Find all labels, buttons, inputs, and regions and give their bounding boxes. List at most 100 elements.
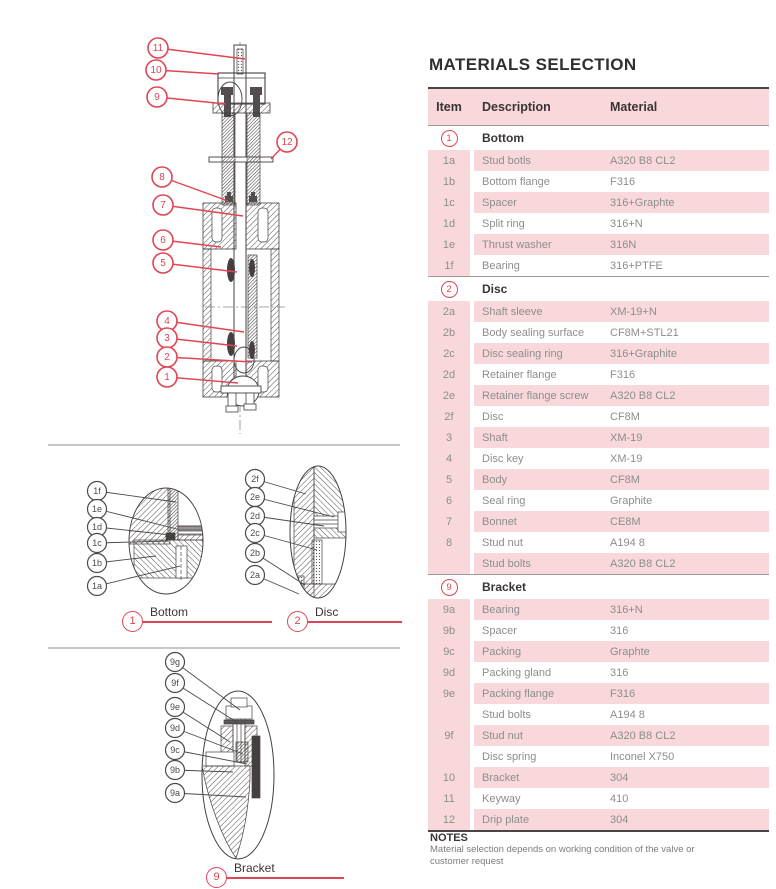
material-cell: CF8M xyxy=(610,410,640,423)
material-cell: 316N xyxy=(610,238,637,251)
callout-leader-line xyxy=(157,47,246,60)
detail-number-circle: 9 xyxy=(206,867,227,888)
column-gap xyxy=(470,255,474,276)
callout-label: 7 xyxy=(160,200,166,211)
item-cell: 6 xyxy=(428,490,470,511)
detail-label-bracket: 9 Bracket xyxy=(206,861,366,889)
item-cell xyxy=(428,553,470,574)
column-gap xyxy=(470,746,474,767)
callout-circle-12 xyxy=(276,131,298,153)
callout-circle-9b xyxy=(164,759,186,781)
column-gap xyxy=(470,427,474,448)
material-cell: 316 xyxy=(610,624,629,637)
callout-label: 1f xyxy=(93,486,101,496)
detail-bottom-view xyxy=(128,487,204,595)
item-cell: 12 xyxy=(428,809,470,830)
callout-circle-7 xyxy=(152,194,174,216)
callout-leader-line xyxy=(174,792,247,798)
column-gap xyxy=(470,599,474,620)
item-cell xyxy=(428,746,470,767)
material-cell: 316+N xyxy=(610,217,643,230)
description-cell: Retainer flange screw xyxy=(482,389,589,402)
description-cell: Split ring xyxy=(482,217,525,230)
material-cell: 410 xyxy=(610,792,629,805)
item-cell: 8 xyxy=(428,532,470,553)
item-cell: 1b xyxy=(428,171,470,192)
page-title: MATERIALS SELECTION xyxy=(429,55,637,74)
item-cell: 1c xyxy=(428,192,470,213)
callout-label: 1c xyxy=(92,538,102,548)
item-cell: 2b xyxy=(428,322,470,343)
callout-circle-6 xyxy=(152,229,174,251)
section-number-circle: 9 xyxy=(440,578,458,596)
callout-label: 2c xyxy=(250,528,260,538)
column-header-description: Description xyxy=(482,100,551,114)
material-cell: CE8M xyxy=(610,515,641,528)
callout-leader-line xyxy=(254,532,318,551)
callout-leader-line xyxy=(96,526,172,536)
callout-circle-1a xyxy=(86,575,108,597)
item-cell: 2a xyxy=(428,301,470,322)
table-row: Disc spring Inconel X750 xyxy=(428,746,769,767)
notes-line: customer request xyxy=(430,856,504,867)
callout-circle-1b xyxy=(86,552,108,574)
item-cell: 2d xyxy=(428,364,470,385)
material-cell: Inconel X750 xyxy=(610,750,675,763)
callout-circle-9d xyxy=(164,717,186,739)
material-cell: Graphte xyxy=(610,645,650,658)
callout-circle-2a xyxy=(244,564,266,586)
material-cell: 316+Graphite xyxy=(610,347,677,360)
column-gap xyxy=(470,662,474,683)
item-cell: 7 xyxy=(428,511,470,532)
detail-label-disc: 2 Disc xyxy=(287,605,447,635)
notes-block: NOTES Material selection depends on work… xyxy=(430,832,760,868)
column-gap xyxy=(470,469,474,490)
disc-detail-marker xyxy=(233,346,255,374)
callout-leader-line xyxy=(96,490,177,503)
callout-label: 5 xyxy=(160,258,166,269)
callout-circle-11 xyxy=(147,37,169,59)
column-gap xyxy=(470,553,474,574)
column-gap xyxy=(470,192,474,213)
callout-leader-line xyxy=(162,204,244,217)
column-gap xyxy=(470,343,474,364)
callout-label: 4 xyxy=(164,316,170,327)
description-cell: Stud botls xyxy=(482,154,531,167)
callout-circle-1 xyxy=(156,366,178,388)
column-gap xyxy=(470,150,474,171)
description-cell: Disc spring xyxy=(482,750,537,763)
material-cell: XM-19 xyxy=(610,452,643,465)
callout-leader-line xyxy=(254,496,335,518)
item-cell: 5 xyxy=(428,469,470,490)
material-cell: F316 xyxy=(610,175,636,188)
item-cell: 9f xyxy=(428,725,470,746)
callout-leader-line xyxy=(174,749,248,765)
callout-label: 1e xyxy=(92,504,102,514)
section-row: 9 Bracket xyxy=(428,574,769,599)
callout-circle-9f xyxy=(164,672,186,694)
callout-label: 9f xyxy=(171,678,179,688)
description-cell: Packing flange xyxy=(482,687,555,700)
item-cell: 9e xyxy=(428,683,470,704)
column-gap xyxy=(470,448,474,469)
section-title: Bracket xyxy=(482,580,527,594)
